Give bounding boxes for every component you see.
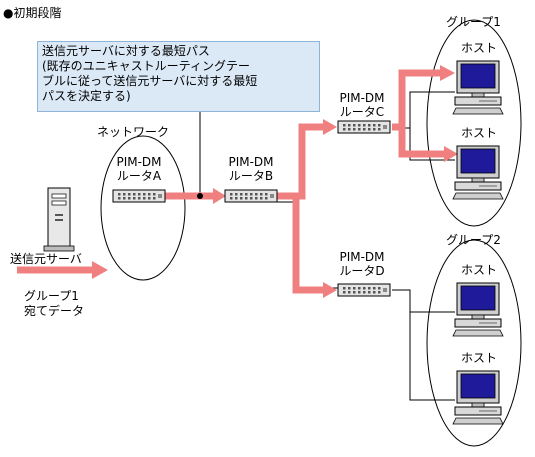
router-a-label-line1: PIM-DM [116, 155, 162, 169]
callout-line-4: パスを決定する) [42, 89, 131, 103]
network-ellipse [100, 135, 186, 281]
group2-ellipse [426, 239, 522, 447]
router-b-icon [224, 189, 278, 203]
host-label-3: ホスト [461, 263, 498, 277]
host-label-2: ホスト [461, 126, 498, 140]
router-c-label-line2: ルータC [339, 105, 385, 119]
host-pc-icon-4 [452, 370, 504, 425]
data-label-line1: グループ1 [24, 289, 79, 303]
data-label-line2: 宛てデータ [24, 304, 85, 318]
path-arrowheads [92, 65, 458, 298]
shortest-path-callout: 送信元サーバに対する最短パス (既存のユニキャストルーティングテー ブルに従って… [37, 41, 320, 112]
multicast-path [17, 69, 444, 294]
source-server-label: 送信元サーバ [10, 252, 82, 266]
source-server-icon [43, 187, 75, 252]
callout-line-3: ブルに従って送信元サーバに対する最短 [42, 74, 258, 88]
host-pc-icon-3 [452, 282, 504, 337]
router-d-label: PIM-DM ルータD [332, 250, 392, 278]
group1-ellipse [426, 19, 522, 227]
router-d-icon [337, 283, 391, 297]
router-a-label-line2: ルータA [116, 169, 162, 183]
router-a-icon [112, 189, 166, 203]
junction-dot [197, 193, 203, 199]
router-b-label-line2: ルータB [228, 169, 274, 183]
router-a-label: PIM-DM ルータA [111, 155, 167, 183]
callout-line-2: (既存のユニキャストルーティングテー [42, 59, 250, 73]
host-label-1: ホスト [461, 41, 498, 55]
group1-label: グループ1 [446, 15, 501, 29]
router-c-label-line1: PIM-DM [339, 91, 385, 105]
router-b-label: PIM-DM ルータB [223, 155, 279, 183]
router-d-label-line1: PIM-DM [339, 250, 385, 264]
callout-line-1: 送信元サーバに対する最短パス [42, 44, 210, 58]
router-b-label-line1: PIM-DM [228, 155, 274, 169]
host-pc-icon-1 [452, 60, 504, 115]
network-links [199, 91, 455, 401]
page-title: ●初期段階 [3, 6, 62, 20]
host-label-4: ホスト [461, 351, 498, 365]
router-c-label: PIM-DM ルータC [332, 91, 392, 119]
group2-label: グループ2 [446, 233, 501, 247]
router-c-icon [337, 120, 391, 134]
host-pc-icon-2 [452, 145, 504, 200]
router-d-label-line2: ルータD [339, 264, 385, 278]
network-label: ネットワーク [97, 125, 170, 139]
